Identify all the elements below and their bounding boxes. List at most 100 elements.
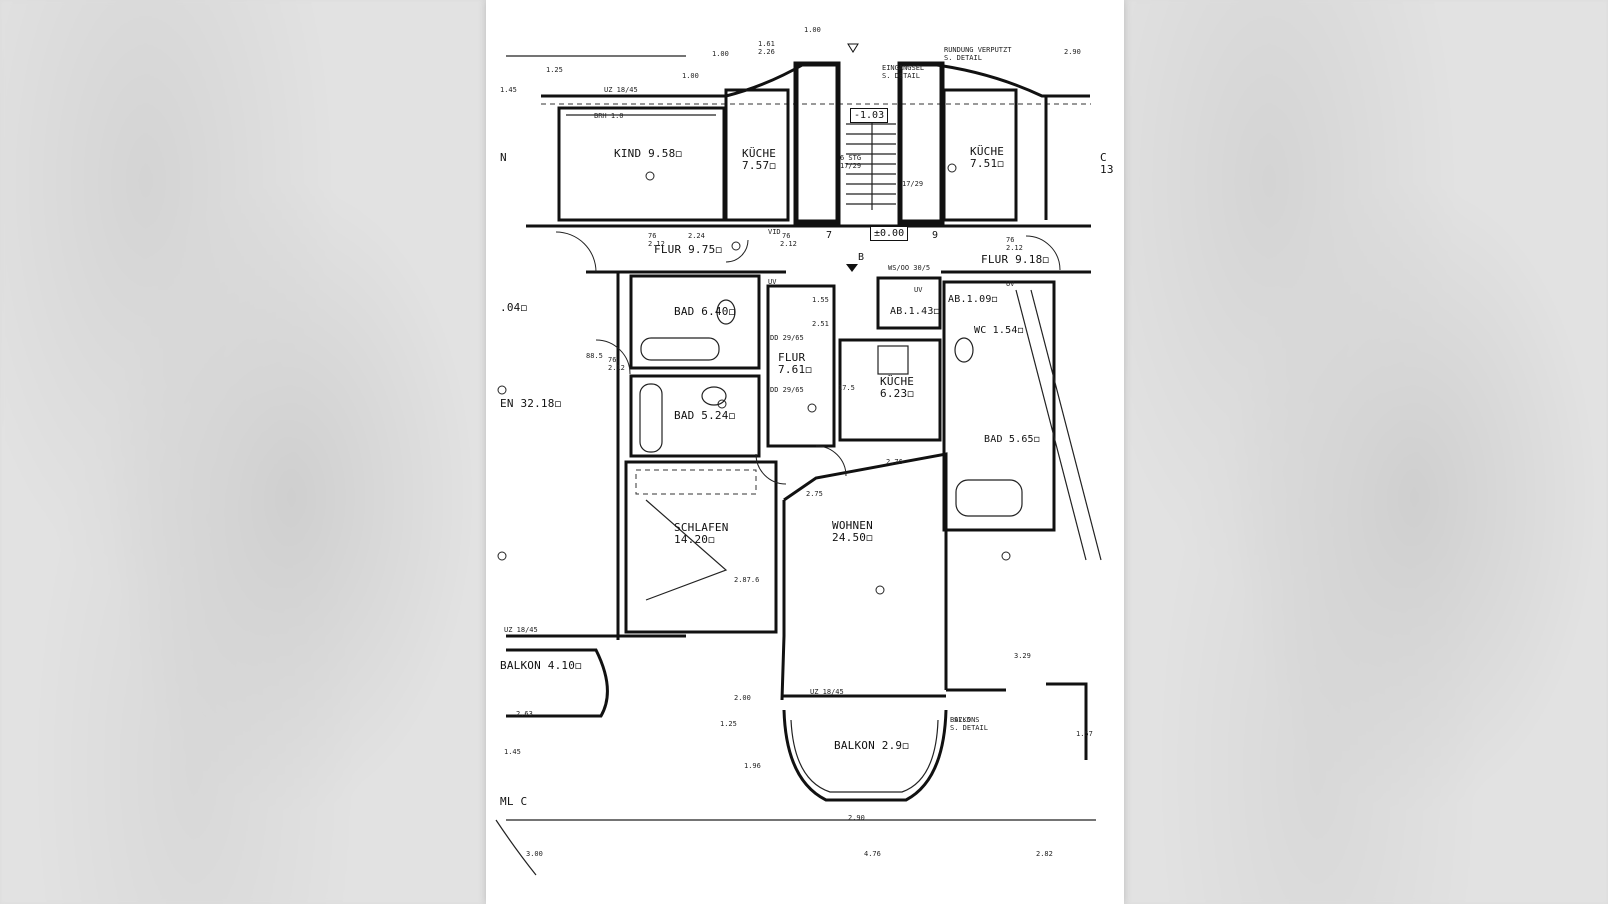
bathtub-lower	[639, 383, 663, 453]
wohnen-walls	[780, 452, 948, 701]
note-rundung: RUNDUNG VERPUTZT S. DETAIL	[944, 46, 1012, 62]
dim-76-b: 76	[782, 232, 791, 240]
toilet-wc	[954, 337, 974, 363]
dim-17: 17.5	[838, 384, 855, 392]
room-label-kueche-left: KÜCHE 7.57◻	[742, 147, 777, 173]
toilet-lower	[701, 386, 727, 406]
marker-7: 7	[826, 230, 833, 241]
note-uz-bottom: UZ 18/45	[810, 688, 844, 696]
dim-282: 2.82	[1036, 850, 1053, 858]
room-label-kueche-center: KÜCHE 6.23◻	[880, 375, 915, 401]
dim-145: 1.45	[504, 748, 521, 756]
dim-329: 3.29	[1014, 652, 1031, 660]
dim-290-b: 2.90	[848, 814, 865, 822]
dim-top-1: 1.00	[712, 50, 729, 58]
kind-room-walls	[557, 106, 726, 222]
bad-lower-walls	[629, 374, 761, 458]
door-arc-2	[725, 239, 749, 263]
bathtub-upper	[640, 337, 720, 361]
bed-marking	[645, 499, 728, 601]
floor-plan-sheet: KIND 9.58◻ KÜCHE 7.57◻ KÜCHE 7.51◻ FLUR …	[486, 0, 1124, 904]
note-brh: BRH 1.0	[594, 112, 624, 120]
dim-212-d: 2.12	[608, 364, 625, 372]
note-stairs: 6 STG 17/29	[840, 154, 862, 170]
note-uz-top: UZ 18/45	[604, 86, 638, 94]
room-label-flur-right: FLUR 9.18◻	[981, 253, 1050, 266]
room-label-bad-right: BAD 5.65◻	[984, 434, 1040, 445]
kueche-left-walls	[724, 88, 790, 222]
room-label-balkon-left: BALKON 4.10◻	[500, 659, 582, 672]
room-label-partial-left: EN 32.18◻	[500, 397, 562, 410]
ab-room-walls	[876, 276, 942, 330]
room-label-partial-left-mid: .04◻	[500, 301, 528, 314]
dim-275: 2.75	[806, 490, 823, 498]
room-label-kueche-right: KÜCHE 7.51◻	[970, 145, 1005, 171]
door-arc-6	[815, 445, 847, 477]
bathtub-right	[955, 479, 1023, 517]
note-uv-2: UV	[914, 286, 923, 294]
room-label-partial-bottom-left: ML C	[500, 795, 528, 808]
note-uv-1: UV	[768, 278, 777, 286]
balkon-right-outline	[946, 682, 1088, 760]
door-arc-5	[755, 453, 787, 485]
note-vid: VID	[768, 228, 781, 236]
room-label-ab: AB.1.43◻	[890, 306, 940, 317]
note-stairs-2: 17/29	[902, 180, 924, 188]
dim-476: 4.76	[864, 850, 881, 858]
dim-88: 88.5	[586, 352, 603, 360]
dim-76-a: 76	[648, 232, 657, 240]
door-arc-3	[1025, 235, 1061, 271]
balkon-center-outline	[782, 709, 948, 802]
dim-157: 1.57	[1076, 730, 1093, 738]
room-label-schlafen: SCHLAFEN 14.20◻	[674, 521, 729, 547]
room-label-bad-upper: BAD 6.40◻	[674, 305, 736, 318]
dim-left-2: 1.25	[546, 66, 563, 74]
room-label-partial-right: C 13	[1100, 151, 1114, 177]
diagonal-wall-right-2	[1030, 289, 1102, 561]
note-uv-3: UV	[1006, 280, 1015, 288]
dim-left-1: 1.45	[500, 86, 517, 94]
dim-76-c: 76	[1006, 236, 1015, 244]
dim-200: 2.00	[734, 694, 751, 702]
note-do-2: DD 29/65	[770, 386, 804, 394]
dim-300: 3.00	[526, 850, 543, 858]
dim-251: 2.51	[812, 320, 829, 328]
dim-290: 2.90	[1064, 48, 1081, 56]
entrance-arrow-icon	[846, 264, 858, 272]
dim-top-4: 1.00	[682, 72, 699, 80]
room-label-kind: KIND 9.58◻	[614, 147, 683, 160]
floor-plan-drawing	[495, 43, 1102, 876]
door-arc-1	[555, 231, 597, 273]
wardrobe-outline	[635, 469, 757, 495]
stove	[877, 345, 909, 375]
dim-top-2: 1.61 2.26	[758, 40, 775, 56]
dim-top-3: 1.00	[804, 26, 821, 34]
door-arc-4	[595, 339, 631, 375]
note-uz-left: UZ 18/45	[504, 626, 538, 634]
dim-975: 97.5	[954, 716, 971, 724]
balkon-left-outline	[506, 648, 609, 718]
room-label-balkon-center: BALKON 2.9◻	[834, 739, 910, 752]
note-ws: WS/OO 30/5	[888, 264, 931, 272]
room-label-flur-left: FLUR 9.75◻	[654, 243, 723, 256]
room-label-wc: WC 1.54◻	[974, 325, 1024, 336]
marker-9: 9	[932, 230, 939, 241]
room-label-bad-lower: BAD 5.24◻	[674, 409, 736, 422]
dim-76-d: 76	[608, 356, 617, 364]
room-label-flur-center: FLUR 7.61◻	[778, 351, 813, 377]
level-marker-minus: -1.03	[850, 108, 889, 123]
room-label-partial-left-top: N	[500, 151, 507, 164]
stair-core-left-wall	[793, 61, 841, 225]
schlafen-walls	[624, 460, 778, 634]
marker-b: B	[858, 252, 865, 263]
note-do-1: DD 29/65	[770, 334, 804, 342]
flur-center-walls	[766, 284, 836, 448]
level-marker-zero: ±0.00	[870, 226, 909, 241]
dim-287: 2.87.6	[734, 576, 760, 584]
ceiling-light-symbols	[497, 163, 1011, 595]
kueche-center-walls	[838, 338, 942, 442]
bad-upper-walls	[629, 274, 761, 370]
dim-196: 1.96	[744, 762, 761, 770]
stair-core-right-wall	[897, 61, 945, 225]
dim-212-a: 2.12	[648, 240, 665, 248]
